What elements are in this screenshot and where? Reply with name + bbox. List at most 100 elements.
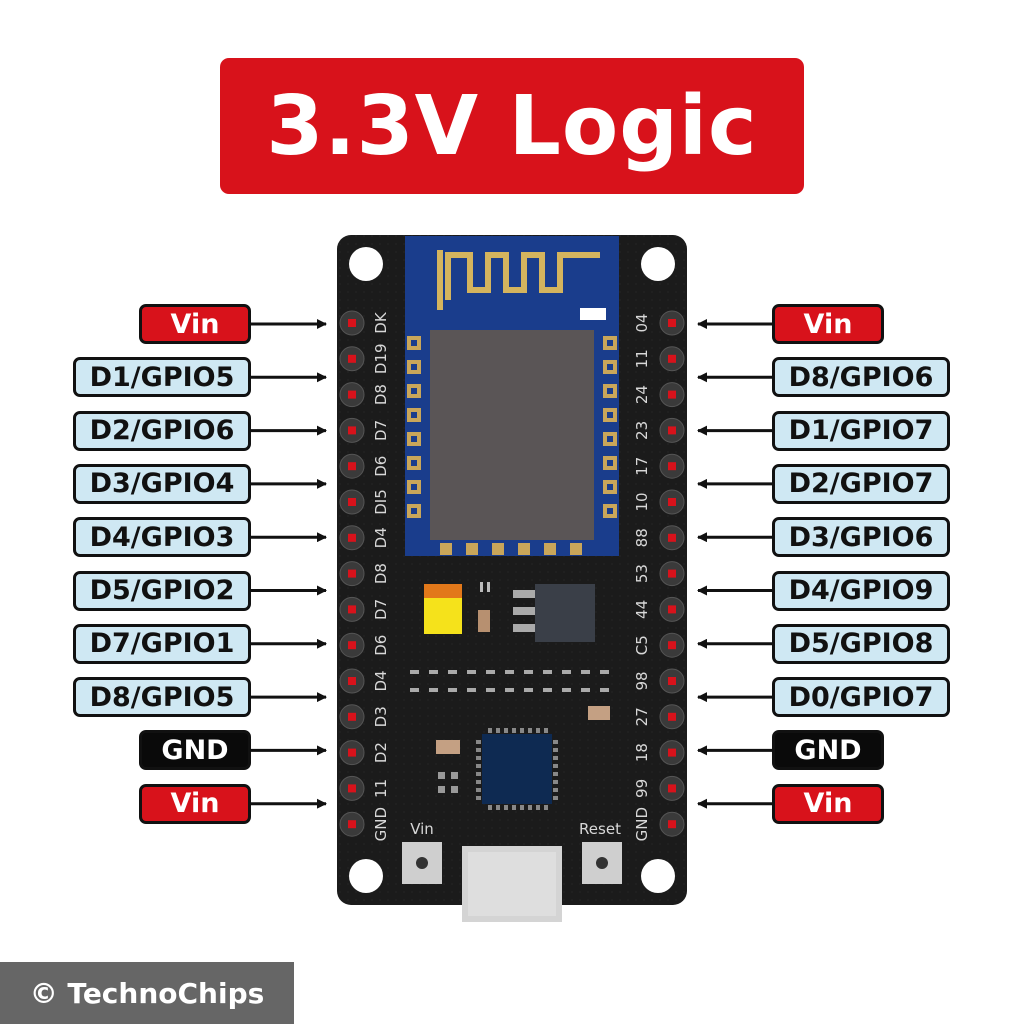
left-header-label: 11	[372, 779, 390, 798]
smd-resistor	[478, 610, 490, 632]
left-header-label: D4	[372, 527, 390, 548]
wifi-module	[405, 236, 619, 556]
left-header-label: D6	[372, 635, 390, 656]
right-header-pin: 98	[633, 668, 685, 694]
left-header-pin: DK	[339, 310, 390, 336]
right-header-label: 88	[633, 528, 651, 547]
mounting-hole	[349, 247, 383, 281]
smd-resistor	[588, 706, 610, 720]
vin-button[interactable]	[402, 842, 442, 884]
left-header-pin: D7	[339, 596, 390, 622]
right-header-pin: 24	[633, 382, 685, 408]
right-header-label: 17	[633, 457, 651, 476]
right-pin-label: Vin	[772, 304, 884, 344]
right-header-pin: 10	[633, 489, 685, 515]
left-header-pin: D6	[339, 453, 390, 479]
left-pin-label: D8/GPIO5	[73, 677, 251, 718]
mounting-hole	[641, 859, 675, 893]
left-pin-label: Vin	[139, 783, 251, 824]
left-header-label: GND	[372, 807, 390, 841]
module-led	[580, 308, 606, 320]
left-header-pin: D4	[339, 668, 390, 694]
right-header-label: 98	[633, 671, 651, 690]
right-header-pin: 04	[633, 310, 685, 336]
right-header-pin: C5	[633, 632, 685, 658]
left-header-label: DI5	[372, 489, 390, 515]
right-header-pin: 53	[633, 561, 685, 587]
left-header-pin: D3	[339, 704, 390, 730]
left-header-pin: GND	[339, 807, 390, 841]
right-header-pin: 17	[633, 453, 685, 479]
module-shield	[430, 330, 594, 540]
right-header-pin: GND	[633, 807, 685, 841]
right-header-label: 04	[633, 313, 651, 332]
right-pin-label: D5/GPIO8	[772, 623, 950, 664]
module-pad	[492, 543, 504, 555]
left-header-pin: D19	[339, 343, 390, 374]
reset-button[interactable]	[582, 842, 622, 884]
left-pin-label: D2/GPIO6	[73, 410, 251, 451]
right-pin-label: Vin	[772, 783, 884, 824]
right-header-label: C5	[633, 635, 651, 655]
left-header-label: D6	[372, 456, 390, 477]
right-header-label: 10	[633, 492, 651, 511]
left-pin-label: D5/GPIO2	[73, 570, 251, 611]
left-header-label: D3	[372, 706, 390, 727]
right-header-label: 23	[633, 421, 651, 440]
left-header-label: D4	[372, 670, 390, 691]
smd-resistor	[436, 740, 460, 754]
left-header-label: D8	[372, 384, 390, 405]
right-pin-label: D4/GPIO9	[772, 570, 950, 611]
right-header-pin: 27	[633, 704, 685, 730]
module-pad	[466, 543, 478, 555]
usb-chip	[476, 728, 558, 810]
mounting-hole	[349, 859, 383, 893]
left-header-label: D19	[372, 343, 390, 374]
right-header-label: 24	[633, 385, 651, 404]
smd-small-parts	[438, 772, 458, 793]
vin-button-label: Vin	[410, 820, 434, 838]
left-header-pin: DI5	[339, 489, 390, 515]
title-text: 3.3V Logic	[266, 78, 758, 174]
right-header-pin: 99	[633, 775, 685, 801]
left-header-pin: D8	[339, 382, 390, 408]
right-pin-label: D1/GPIO7	[772, 410, 950, 451]
smd-resistor	[480, 582, 483, 592]
module-pad	[570, 543, 582, 555]
right-pin-label: D2/GPIO7	[772, 463, 950, 504]
left-header-pin: D7	[339, 417, 390, 443]
left-header-label: D7	[372, 420, 390, 441]
reset-button-label: Reset	[579, 820, 621, 838]
right-pin-label: D0/GPIO7	[772, 677, 950, 718]
right-header-label: 44	[633, 600, 651, 619]
right-header-label: 11	[633, 349, 651, 368]
mounting-hole	[641, 247, 675, 281]
right-header-pin: 88	[633, 525, 685, 551]
right-header-pin: 18	[633, 740, 685, 766]
right-header-label: GND	[633, 807, 651, 841]
left-header-pin: D4	[339, 525, 390, 551]
antenna-trace-icon	[445, 252, 600, 300]
smd-component-row	[410, 670, 609, 692]
right-pin-label: D3/GPIO6	[772, 517, 950, 558]
right-header-label: 53	[633, 564, 651, 583]
left-header-label: DK	[372, 311, 390, 334]
right-header-label: 18	[633, 743, 651, 762]
right-header-label: 99	[633, 779, 651, 798]
left-header-label: D2	[372, 742, 390, 763]
right-pin-label: GND	[772, 730, 884, 771]
left-pin-label: D1/GPIO5	[73, 357, 251, 398]
left-pin-label: Vin	[139, 304, 251, 344]
module-pad	[518, 543, 530, 555]
left-pin-label: D3/GPIO4	[73, 463, 251, 504]
left-pin-label: GND	[139, 730, 251, 771]
left-header-pin: D2	[339, 740, 390, 766]
voltage-regulator	[513, 584, 595, 642]
copyright-badge: © TechnoChips	[0, 962, 294, 1024]
module-pad	[544, 543, 556, 555]
left-header-label: D8	[372, 563, 390, 584]
right-header-pin: 44	[633, 596, 685, 622]
left-header-pin: D8	[339, 561, 390, 587]
left-pin-label: D7/GPIO1	[73, 623, 251, 664]
